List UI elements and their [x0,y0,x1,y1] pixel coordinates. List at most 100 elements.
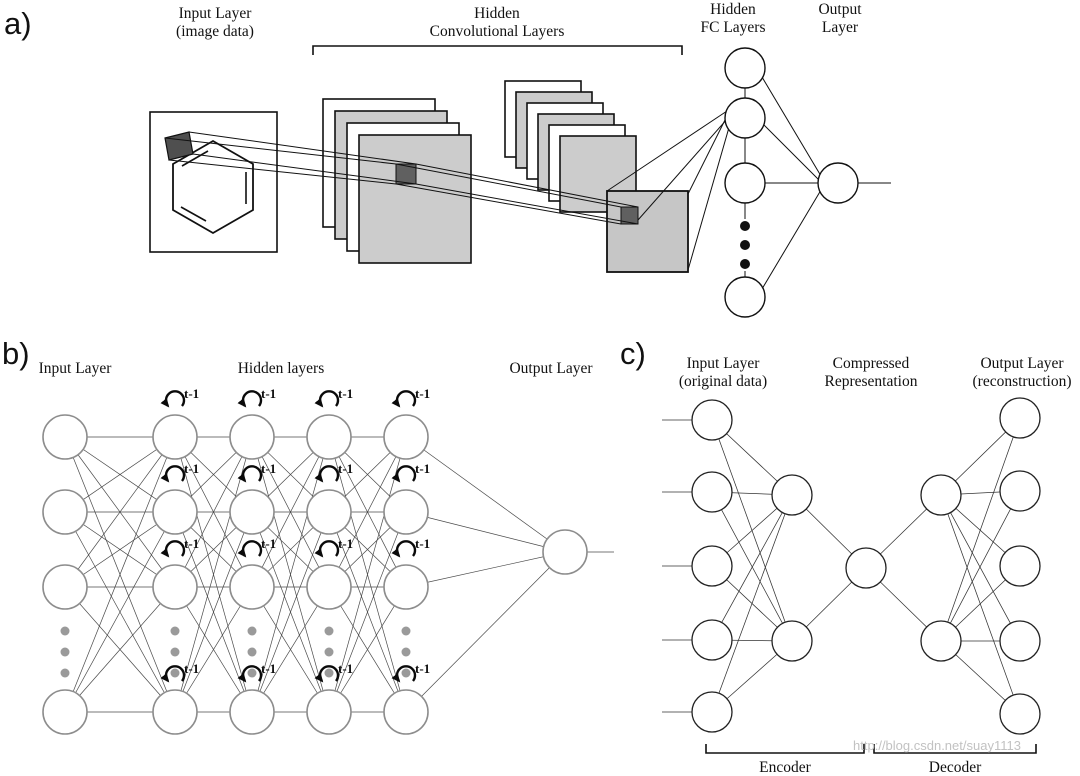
recurrent-label: t-1 [338,386,353,401]
c-input-label-line1: Input Layer [687,355,761,372]
output-neuron [999,620,1041,662]
encoder-neuron [771,474,813,516]
ellipsis-dot [401,668,411,678]
output-neuron [999,693,1041,735]
recurrent-label: t-1 [338,461,353,476]
b-input-layer-label: Input Layer [39,360,113,377]
recurrent-arrow-icon [314,465,340,483]
edge [64,436,176,713]
edge [251,436,330,588]
ellipsis-dot [324,668,334,678]
a-fc-label-line2: FC Layers [700,19,765,36]
recurrent-arrow-icon [160,665,186,683]
c-output-label-line2: (reconstruction) [973,373,1072,390]
fc-nodes [724,47,859,318]
fc-connectors [744,76,891,290]
conv-cone-1 [164,131,417,185]
edge [405,551,566,588]
edge [251,436,330,713]
edge [251,511,330,713]
rnn-recurrent-loops: t-1t-1t-1t-1t-1t-1t-1t-1t-1t-1t-1t-1t-1t… [160,386,430,683]
recurrent-arrow-icon [314,665,340,683]
edge [711,494,793,713]
edge [64,511,176,713]
recurrent-label: t-1 [415,536,430,551]
input-neuron [42,414,88,460]
watermark-text: http://blog.csdn.net/suay1113 [853,738,1021,753]
input-neuron [691,545,733,587]
hidden-neuron [152,564,198,610]
output-neuron [817,162,859,204]
ellipsis-dot [247,647,257,657]
output-neuron [542,529,588,575]
c-output-label-line1: Output Layer [980,355,1064,372]
edge [174,511,253,713]
output-neuron [999,545,1041,587]
edge [251,586,330,713]
recurrent-label: t-1 [261,661,276,676]
compressed-neuron [845,547,887,589]
fc-neuron [724,276,766,318]
ellipsis-dot [60,626,70,636]
edge [940,494,1021,715]
recurrent-label: t-1 [261,461,276,476]
recurrent-label: t-1 [415,661,430,676]
recurrent-label: t-1 [338,661,353,676]
a-input-layer-label-line2: (image data) [176,23,254,40]
edge [328,436,407,713]
a-output-label-line1: Output [818,1,862,18]
ellipsis-dot [247,668,257,678]
hidden-neuron [306,414,352,460]
a-fc-label-line1: Hidden [710,1,756,18]
edge [940,490,1021,642]
autoencoder-nodes [691,397,1041,735]
edge [940,417,1021,642]
hidden-neuron [383,564,429,610]
input-neuron [42,689,88,735]
hidden-neuron [383,689,429,735]
ellipsis-dot [401,647,411,657]
recurrent-arrow-icon [160,465,186,483]
ellipsis-dot [170,668,180,678]
edge [174,436,253,713]
input-neuron [42,489,88,535]
recurrent-arrow-icon [160,540,186,558]
feature-map-front [606,190,689,273]
c-input-label-line2: (original data) [679,373,767,390]
benzene-ring [172,139,254,235]
recurrent-arrow-icon [160,390,186,408]
ellipsis-dot [740,240,750,250]
ellipsis-dot [324,626,334,636]
b-hidden-layers-label: Hidden layers [238,360,325,377]
edge [405,436,566,553]
ellipsis-dot [247,626,257,636]
conv-layers-bracket [312,45,683,55]
double-bond [180,206,207,222]
ellipsis-dot [170,626,180,636]
edge [328,586,407,713]
decoder-label: Decoder [929,759,982,776]
edge [64,586,176,713]
output-neuron [999,397,1041,439]
panel-c-autoencoder: c) Input Layer (original data) Compresse… [620,336,1072,776]
conv-patch-square [620,206,639,225]
recurrent-label: t-1 [184,461,199,476]
ellipsis-dot [60,647,70,657]
hidden-neuron [229,564,275,610]
recurrent-arrow-icon [314,540,340,558]
recurrent-arrow-icon [391,540,417,558]
recurrent-arrow-icon [237,465,263,483]
double-bond [181,150,209,167]
recurrent-label: t-1 [184,386,199,401]
hidden-neuron [306,564,352,610]
ellipsis-dot [170,647,180,657]
input-image-box [149,111,278,253]
edge [174,586,253,713]
hidden-neuron [383,414,429,460]
panel-a-cnn: a) Input Layer (image data) Hidden Convo… [4,1,891,318]
recurrent-label: t-1 [184,536,199,551]
recurrent-arrow-icon [391,465,417,483]
a-conv-label-line2: Convolutional Layers [430,23,565,40]
